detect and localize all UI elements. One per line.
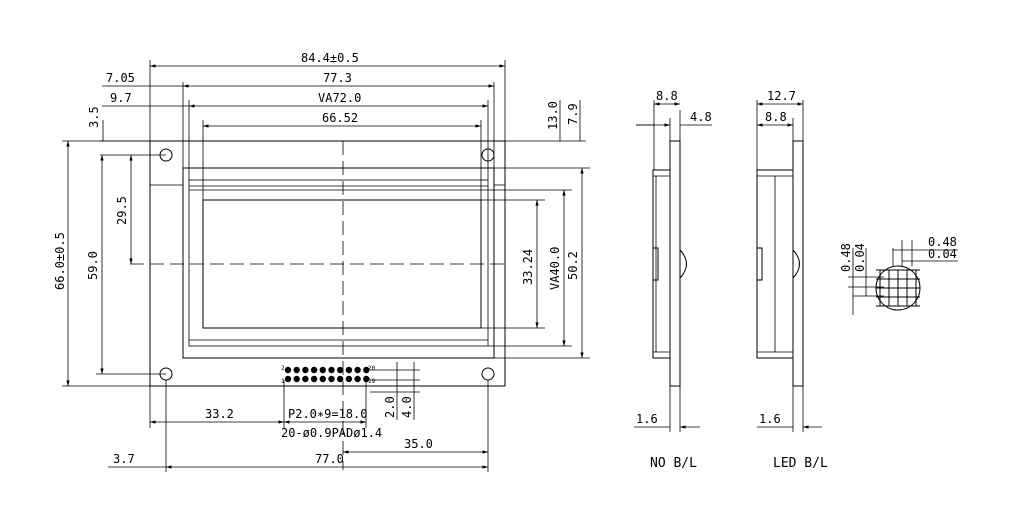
dim-active-area-width: 66.52 [322,111,358,125]
dim-pin-row-offset: 2.0 [383,396,397,418]
dim-overall-height: 66.0±0.5 [53,232,67,290]
connector-pin [337,366,344,374]
dim-top-offset-va: 7.9 [566,103,580,125]
pin-label-last-bottom: 19 [368,378,376,385]
dot-detail-size-v: 0.48 [839,243,853,272]
dim-view-area-width: VA72.0 [318,91,361,105]
bezel-inner-frame [188,179,489,347]
dim-pin-offset-left: 33.2 [205,407,234,421]
pin-label-last-top: 20 [368,365,376,372]
dim-left-offset-va: 9.7 [110,91,132,105]
dim-left-offset-bezel: 7.05 [106,71,135,85]
connector-pin [284,375,292,383]
dim-top-offset-bezel: 13.0 [546,101,560,130]
no-bl-pcb-thickness: 1.6 [636,412,658,426]
connector-pins [284,366,370,383]
dim-hole-pitch-vertical: 59.0 [86,251,100,280]
connector-pin [302,375,309,383]
connector-pin [293,366,300,374]
no-bl-pcb [669,140,681,387]
dim-hole-pitch-horizontal: 77.0 [315,452,344,466]
dim-top-offset: 3.5 [87,106,101,128]
dim-pin-pads: 20-ø0.9PADø1.4 [281,426,382,440]
no-bl-label: NO B/L [650,456,697,471]
dot-detail-size-h: 0.48 [928,235,957,249]
dim-view-area-height: VA40.0 [548,247,562,290]
connector-pin [337,375,344,383]
led-bl-part-thickness: 8.8 [765,110,787,124]
connector-pin [319,366,326,374]
connector-pin [310,366,318,374]
dim-bezel-width: 77.3 [323,71,352,85]
dot-detail-gap-h: 0.04 [928,247,957,261]
connector-pin [328,366,335,374]
mounting-hole-br [481,367,495,381]
connector-pin [319,375,326,383]
no-bl-total-thickness: 8.8 [656,89,678,103]
dot-detail-gap-v: 0.04 [853,243,867,272]
connector-pin [310,375,318,383]
dot-grid [876,269,920,307]
connector-pin [363,366,370,374]
connector-pin [354,366,361,374]
side-view-no-backlight: 8.8 4.8 1.6 NO B/L [634,89,712,471]
dim-center-offset-vertical: 29.5 [115,196,129,225]
led-bl-pcb-thickness: 1.6 [759,412,781,426]
connector-pin [363,375,370,383]
dim-pin-center-right: 35.0 [404,437,433,451]
dim-hole-offset-left: 3.7 [113,452,135,466]
dim-pin-pitch: P2.0∗9=18.0 [288,407,367,421]
pcb-outline [149,140,506,387]
side-view-led-backlight: 12.7 8.8 1.6 LED B/L [756,89,828,471]
connector-pin [345,366,353,374]
connector-pin [345,375,353,383]
dim-pin-edge-offset: 4.0 [400,396,414,418]
no-bl-pcb-offset: 4.8 [690,110,712,124]
dim-active-area-height: 33.24 [521,249,535,285]
led-bl-label: LED B/L [773,456,828,471]
connector-pin [302,366,309,374]
connector-pin [293,375,300,383]
front-view: 2 20 1 19 84.4±0.5 77.3 VA72.0 66.52 7.0… [53,51,590,472]
pin-label-first-bottom: 1 [281,378,285,385]
connector-pin [328,375,335,383]
dim-bezel-height: 50.2 [566,251,580,280]
led-bl-pcb [792,140,804,387]
connector-pin [284,366,292,374]
pin-label-first-top: 2 [281,365,285,372]
dot-detail: 0.48 0.04 0.48 0.04 [839,235,958,315]
led-bl-total-thickness: 12.7 [767,89,796,103]
dim-overall-width: 84.4±0.5 [301,51,359,65]
bezel-frame [182,167,495,359]
connector-pin [354,375,361,383]
